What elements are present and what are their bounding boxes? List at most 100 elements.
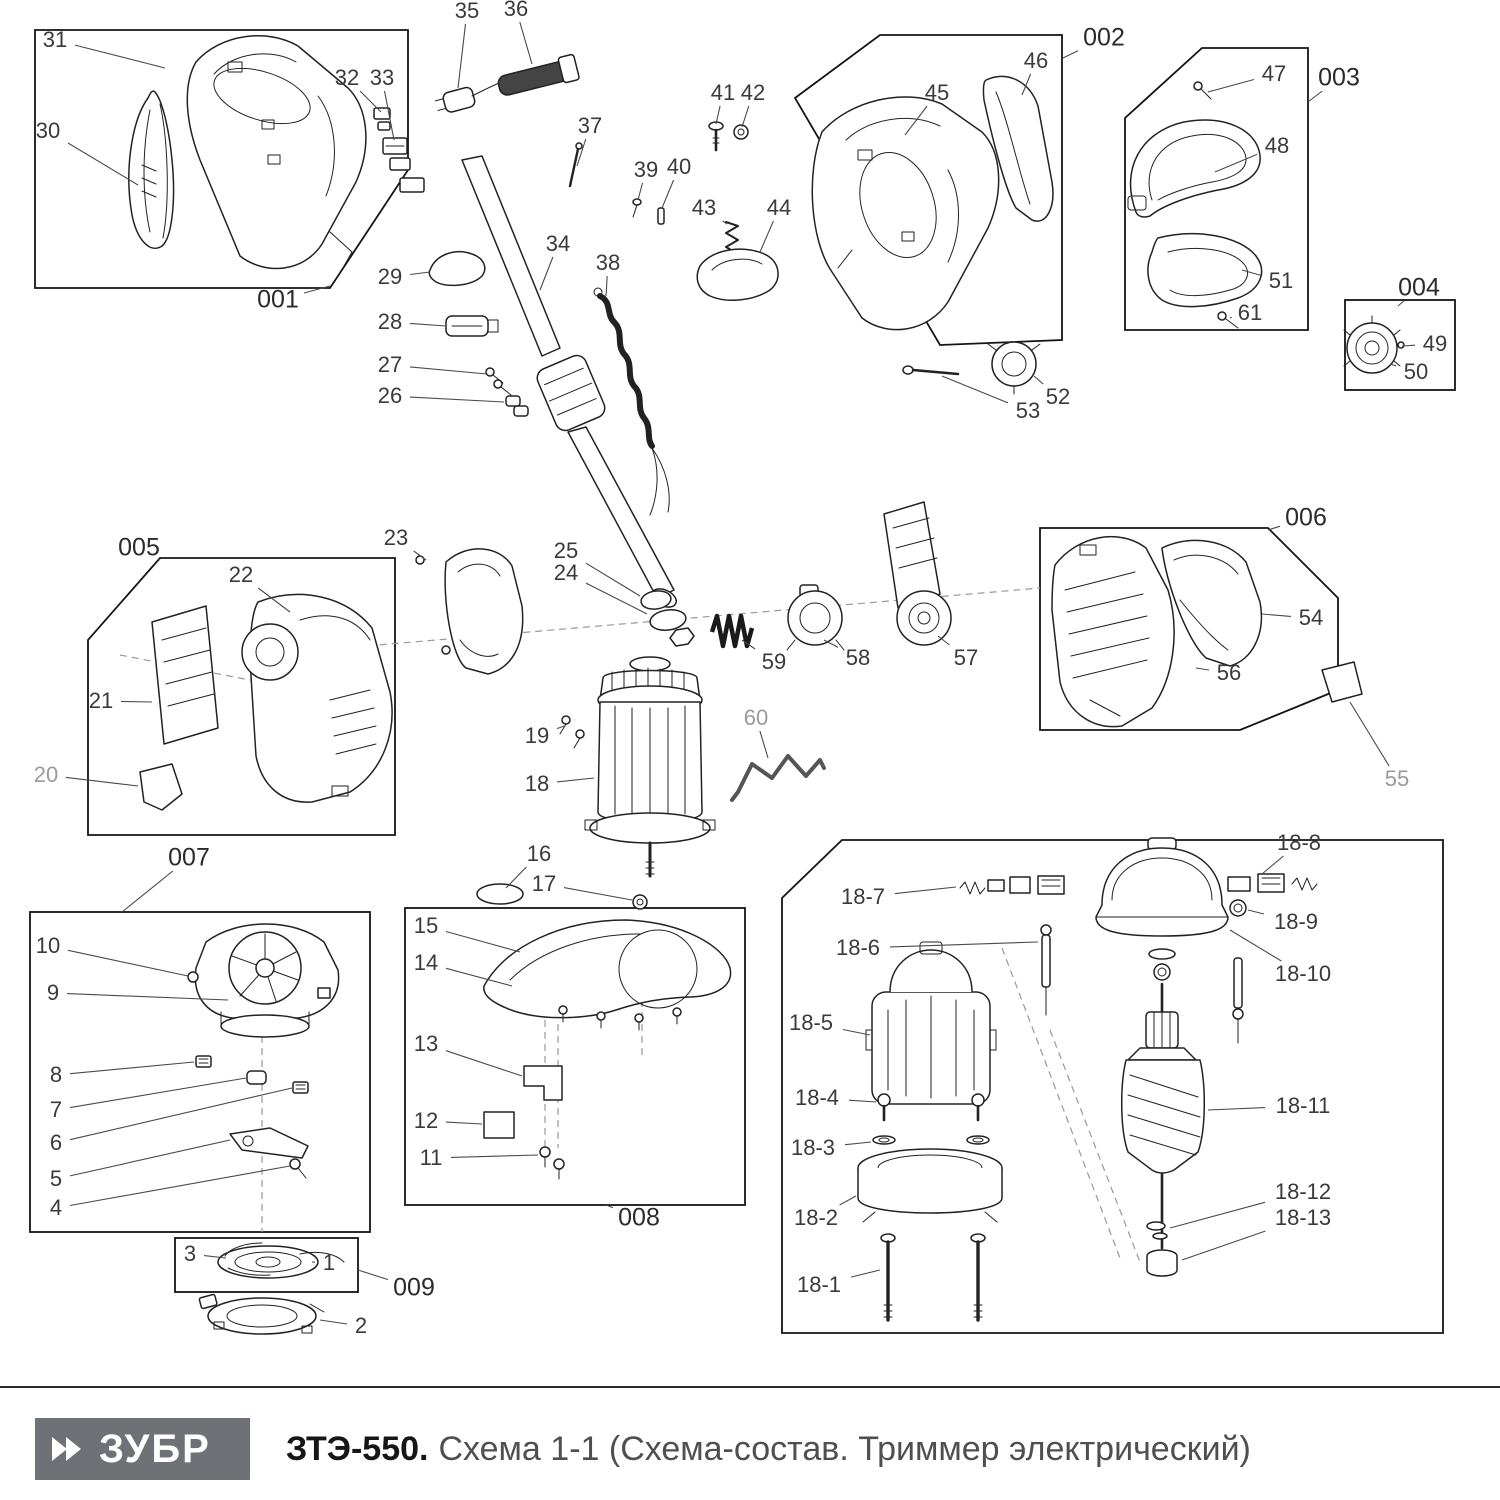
part-39-screw (632, 198, 642, 218)
part-label-18-12: 18-12 (1274, 1179, 1332, 1204)
model-number: ЗТЭ-550. (286, 1430, 429, 1468)
group-009-parts (198, 1242, 345, 1335)
part-label-21: 21 (88, 688, 114, 713)
group-label-004: 004 (1398, 273, 1440, 302)
part-23-bracket (415, 548, 524, 675)
part-18-8-brushes (1227, 873, 1318, 893)
zubr-logo-icon (52, 1437, 81, 1461)
group-label-002: 002 (1083, 23, 1125, 52)
part-label-37: 37 (577, 113, 603, 138)
part-18-13-bearing (1146, 1249, 1178, 1277)
part-label-18-10: 18-10 (1274, 961, 1332, 986)
part-label-18-1: 18-1 (796, 1272, 842, 1297)
part-label-2: 2 (354, 1313, 368, 1338)
group-005-box (87, 557, 396, 836)
group-004-box (1344, 299, 1456, 391)
part-label-43: 43 (691, 195, 717, 220)
group-label-009: 009 (393, 1273, 435, 1302)
part-label-15: 15 (413, 913, 439, 938)
group-boxes (29, 29, 1456, 1334)
group-007-box (29, 911, 371, 1233)
part-label-60: 60 (743, 705, 769, 730)
part-label-57: 57 (953, 645, 979, 670)
part-label-27: 27 (377, 352, 403, 377)
group-008-box (404, 907, 746, 1206)
part-18-11-armature (1121, 982, 1205, 1250)
part-19-screws (559, 715, 585, 749)
part-label-35: 35 (454, 0, 480, 23)
part-label-11: 11 (419, 1145, 443, 1170)
part-1-line (299, 1251, 345, 1263)
group-005-parts (139, 548, 524, 811)
part-53-screw (902, 365, 960, 376)
part-22-housing (241, 593, 393, 803)
part-label-50: 50 (1403, 359, 1429, 384)
part-label-20: 20 (33, 762, 59, 787)
part-4-screw (289, 1158, 307, 1179)
part-label-23: 23 (383, 525, 409, 550)
part-label-18-7: 18-7 (840, 884, 886, 909)
part-label-51: 51 (1268, 268, 1294, 293)
part-27-screws (485, 367, 512, 396)
part-label-53: 53 (1015, 398, 1041, 423)
part-36-cord-grip (497, 53, 580, 96)
part-label-24: 24 (553, 560, 579, 585)
part-18-10-end-cap (1095, 837, 1229, 981)
part-26-clamp (505, 395, 529, 417)
part-8-nut (195, 1055, 212, 1068)
part-29 (428, 250, 486, 287)
part-label-56: 56 (1216, 660, 1242, 685)
part-48-loop (1127, 119, 1261, 218)
part-label-29: 29 (377, 264, 403, 289)
part-label-8: 8 (49, 1062, 63, 1087)
part-18-9-nut (1229, 899, 1247, 917)
part-44-bracket (696, 248, 779, 301)
part-31 (186, 35, 367, 270)
part-11-screws (539, 1146, 565, 1180)
group-001-parts (128, 35, 425, 270)
part-32 (373, 107, 391, 131)
part-label-16: 16 (526, 841, 552, 866)
part-18-6-leads (1040, 924, 1244, 1044)
part-58-clamp (786, 584, 845, 651)
part-37-pin (568, 142, 583, 188)
diagram-art (29, 21, 1456, 1335)
group-label-007: 007 (168, 843, 210, 872)
part-label-18: 18 (524, 771, 550, 796)
part-label-18-13: 18-13 (1274, 1205, 1332, 1230)
leader-lines (65, 21, 1416, 1325)
shaft-and-cable-parts (428, 53, 779, 608)
part-label-47: 47 (1261, 61, 1287, 86)
group-001-box (34, 29, 409, 289)
part-46-shell (982, 75, 1054, 222)
part-9-fan-housing (194, 923, 340, 1038)
part-label-34: 34 (545, 231, 571, 256)
part-label-58: 58 (845, 645, 871, 670)
part-label-44: 44 (766, 195, 792, 220)
group-18-parts (857, 837, 1318, 1322)
part-label-3: 3 (183, 1241, 197, 1266)
part-55-plate (1321, 661, 1363, 703)
part-label-33: 33 (369, 65, 395, 90)
part-25-24-collars (640, 590, 695, 647)
group-label-001: 001 (257, 285, 299, 314)
part-label-18-5: 18-5 (788, 1010, 834, 1035)
part-label-22: 22 (228, 562, 254, 587)
part-label-18-9: 18-9 (1273, 909, 1319, 934)
part-label-61: 61 (1237, 300, 1263, 325)
part-label-42: 42 (740, 80, 766, 105)
part-18-7-brushes (959, 875, 1065, 895)
group-label-003: 003 (1318, 63, 1360, 92)
group-007-parts (187, 923, 340, 1179)
part-18-3-washers (872, 1135, 990, 1145)
part-label-5: 5 (49, 1166, 63, 1191)
group-002-parts (811, 75, 1054, 395)
part-61-bolt (1217, 311, 1239, 329)
part-57-hub (883, 501, 952, 646)
part-12-pad (483, 1111, 515, 1139)
part-18-1-bolts (880, 1233, 986, 1322)
part-label-59: 59 (761, 649, 787, 674)
group-009-box (174, 1237, 359, 1293)
part-18-5-stator (865, 941, 997, 1105)
brand-box: ЗУБР (35, 1418, 250, 1480)
